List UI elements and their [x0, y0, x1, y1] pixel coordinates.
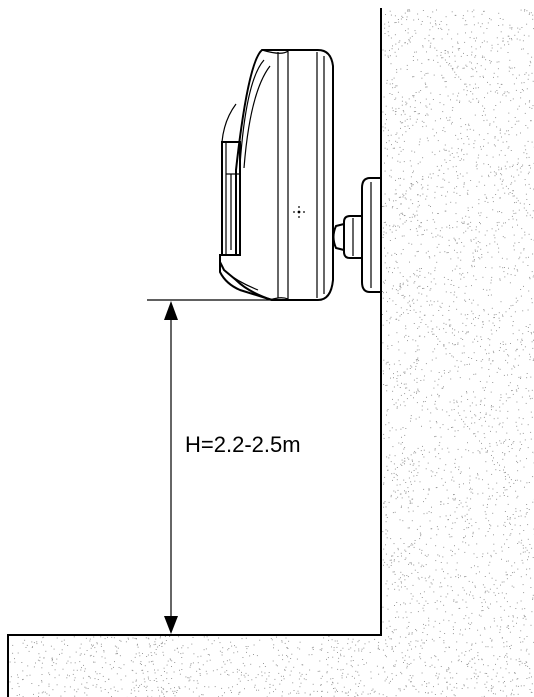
camera-body: [219, 49, 334, 301]
camera-center-mark: [293, 206, 305, 218]
height-label: H=2.2-2.5m: [185, 432, 301, 457]
height-dimension-arrow: [164, 301, 178, 634]
arrow-head-bottom: [164, 616, 178, 634]
wall-and-floor: [7, 8, 534, 697]
camera-arm: [221, 103, 241, 256]
concrete-texture: [9, 9, 534, 697]
wall-mount-bracket: [332, 177, 381, 293]
wall-outline: [7, 8, 382, 697]
arrow-head-top: [164, 301, 178, 320]
